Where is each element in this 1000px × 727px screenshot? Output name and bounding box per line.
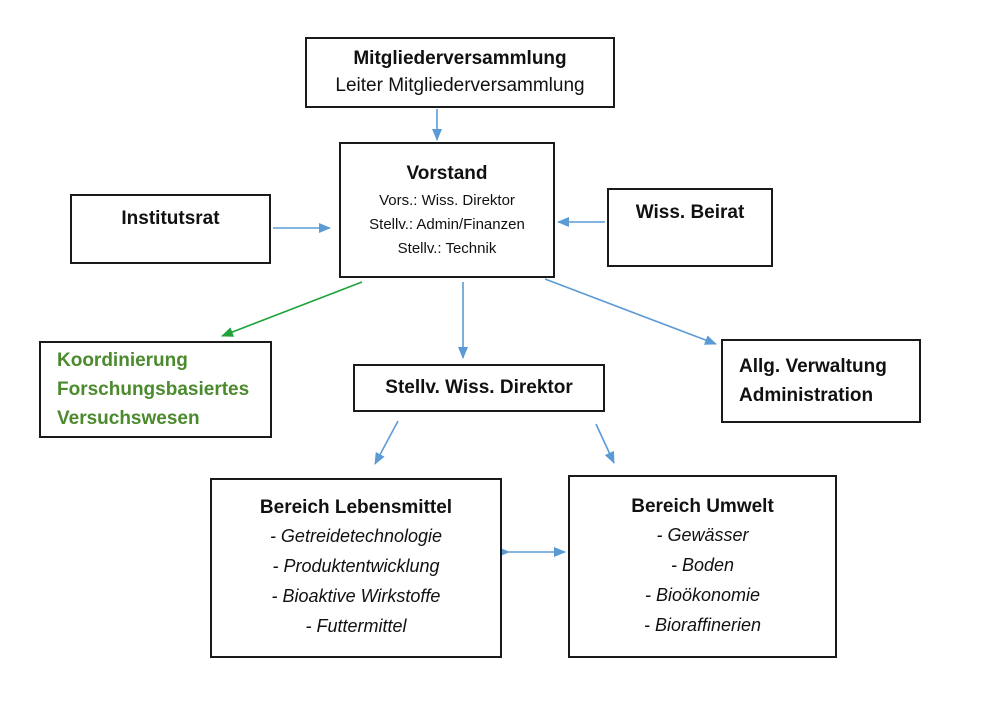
vorstand-line: Stellv.: Admin/Finanzen <box>369 216 525 233</box>
arrow-vorstand-to-verwaltung <box>544 278 717 345</box>
verwaltung-line: Allg. Verwaltung <box>739 356 887 377</box>
arrow-stellv-direktor-to-umwelt <box>595 423 615 464</box>
umwelt-item: - Gewässer <box>656 524 749 545</box>
koordinierung-line: Koordinierung <box>57 350 188 371</box>
lebensmittel-item: - Getreidetechnologie <box>269 526 443 546</box>
stellv-wiss-direktor-title: Stellv. Wiss. Direktor <box>385 377 573 398</box>
wiss-beirat-box: Wiss. Beirat <box>607 188 773 267</box>
stellv-wiss-direktor-box: Stellv. Wiss. Direktor <box>353 364 605 412</box>
institutsrat-title: Institutsrat <box>121 208 220 229</box>
koordinierung-box: Koordinierung Forschungsbasiertes Versuc… <box>39 341 272 438</box>
verwaltung-line: Administration <box>739 385 874 406</box>
bereich-lebensmittel-box: Bereich Lebensmittel - Getreidetechnolog… <box>210 478 502 658</box>
mitgliederversammlung-title: Mitgliederversammlung <box>353 47 567 69</box>
umwelt-item: - Bioraffinerien <box>643 614 762 635</box>
institutsrat-box: Institutsrat <box>70 194 271 264</box>
mitgliederversammlung-box: Mitgliederversammlung Leiter Mitgliederv… <box>305 37 615 108</box>
koordinierung-line: Versuchswesen <box>57 408 200 429</box>
arrow-vorstand-to-koordinierung <box>221 281 363 337</box>
arrow-stellv-direktor-to-lebensmittel <box>374 420 399 465</box>
lebensmittel-item: - Futtermittel <box>305 616 407 636</box>
lebensmittel-item: - Produktentwicklung <box>272 556 440 576</box>
mitgliederversammlung-subtitle: Leiter Mitgliederversammlung <box>335 74 585 96</box>
umwelt-item: - Boden <box>670 554 735 575</box>
bereich-umwelt-box: Bereich Umwelt - Gewässer - Boden - Bioö… <box>568 475 837 658</box>
verwaltung-box: Allg. Verwaltung Administration <box>721 339 921 423</box>
koordinierung-line: Forschungsbasiertes <box>57 379 250 400</box>
bereich-umwelt-title: Bereich Umwelt <box>631 495 774 517</box>
wiss-beirat-title: Wiss. Beirat <box>635 202 745 223</box>
bereich-lebensmittel-title: Bereich Lebensmittel <box>259 497 453 518</box>
vorstand-box: Vorstand Vors.: Wiss. Direktor Stellv.: … <box>339 142 555 278</box>
vorstand-line: Stellv.: Technik <box>397 240 497 257</box>
lebensmittel-item: - Bioaktive Wirkstoffe <box>271 586 441 606</box>
umwelt-item: - Bioökonomie <box>644 584 761 605</box>
vorstand-title: Vorstand <box>406 163 488 184</box>
vorstand-line: Vors.: Wiss. Direktor <box>379 192 515 209</box>
